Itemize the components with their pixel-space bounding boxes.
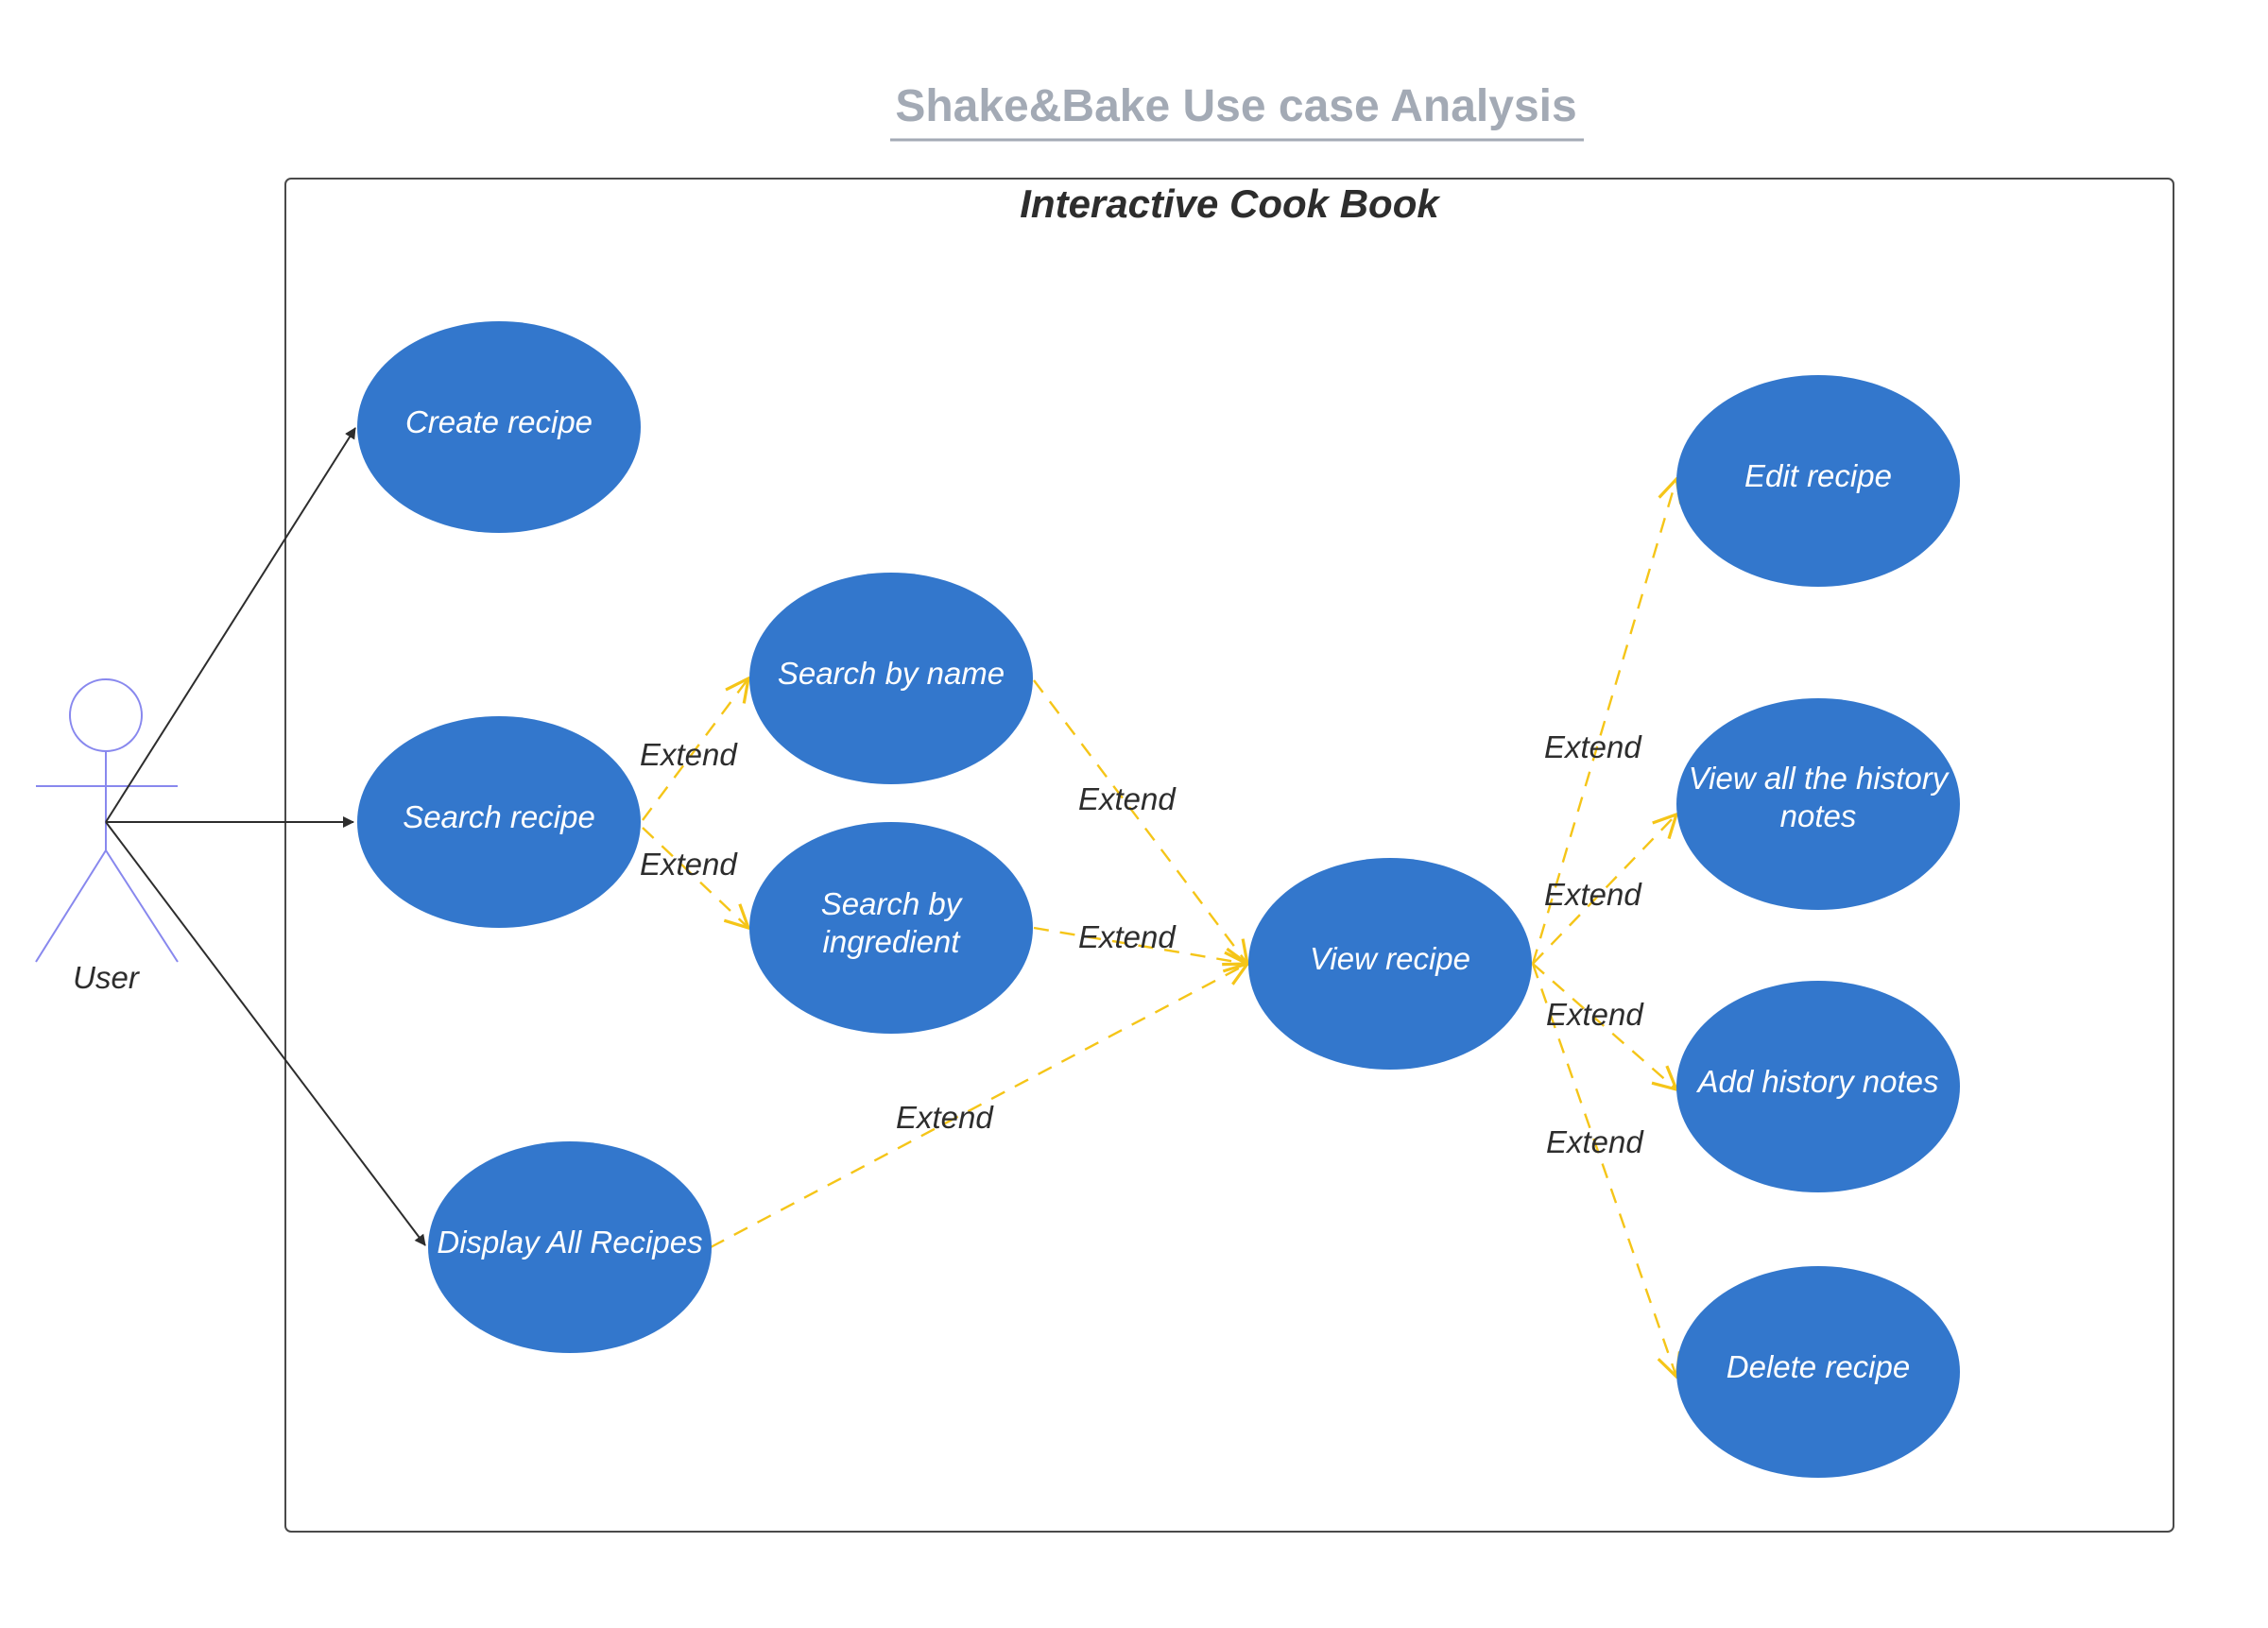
system-boundary: Interactive Cook Book: [284, 178, 2174, 1533]
use-case-display-all-recipes[interactable]: Display All Recipes: [428, 1141, 712, 1353]
extend-labels: Extend Extend Extend Extend Extend Exten…: [640, 729, 1644, 1159]
use-case-view-recipe[interactable]: View recipe: [1248, 858, 1532, 1070]
extend-label: Extend: [1544, 729, 1642, 764]
use-case-label: View recipe: [1310, 941, 1470, 976]
use-case-label: Create recipe: [405, 404, 593, 439]
extend-view-to-delete: [1531, 963, 1676, 1377]
use-case-ellipse: [1676, 1266, 1960, 1478]
extend-label: Extend: [1078, 919, 1177, 954]
use-case-ellipse: [1676, 375, 1960, 587]
extend-label: Extend: [1544, 877, 1642, 912]
use-case-ellipse: [1676, 698, 1960, 910]
use-case-view-history-notes[interactable]: View all the history notes: [1676, 698, 1960, 910]
extend-label: Extend: [640, 847, 738, 882]
extend-view-to-edit: [1531, 479, 1676, 965]
use-case-ellipse: [428, 1141, 712, 1353]
extend-displayall-to-view: [710, 964, 1247, 1249]
use-case-ellipse: [749, 822, 1033, 1034]
diagram-title-text: Shake&Bake Use case Analysis: [895, 81, 1576, 131]
use-case-ellipse: [749, 573, 1033, 784]
use-case-ellipse: [357, 321, 641, 533]
use-case-delete-recipe[interactable]: Delete recipe: [1676, 1266, 1960, 1478]
association-user-create: [105, 427, 356, 823]
associations: [105, 427, 426, 1246]
use-case-label: Add history notes: [1696, 1064, 1939, 1099]
extend-label: Extend: [1546, 1124, 1644, 1159]
actor-user[interactable]: User: [35, 678, 179, 995]
extend-label: Extend: [1546, 997, 1644, 1032]
system-title: Interactive Cook Book: [1020, 181, 1441, 226]
use-case-label: ingredient: [823, 924, 962, 959]
extend-label: Extend: [1078, 781, 1177, 816]
use-case-label: Search recipe: [403, 799, 595, 834]
system-boundary-box: [284, 178, 2174, 1533]
extend-label: Extend: [896, 1100, 994, 1135]
stick-figure-icon: [35, 678, 179, 963]
extend-byname-to-view: [1033, 679, 1247, 964]
use-case-label: Search by name: [778, 656, 1005, 691]
use-case-label: Search by: [821, 886, 964, 921]
use-case-ellipse: [1676, 981, 1960, 1192]
use-case-label: Edit recipe: [1744, 458, 1892, 493]
extend-view-to-addhistory: [1532, 963, 1676, 1089]
actor-label: User: [73, 960, 141, 995]
use-case-search-by-name[interactable]: Search by name: [749, 573, 1033, 784]
use-case-label: notes: [1780, 798, 1857, 833]
use-case-edit-recipe[interactable]: Edit recipe: [1676, 375, 1960, 587]
association-user-display: [105, 821, 426, 1246]
extend-lines: [642, 479, 1676, 1377]
use-case-create-recipe[interactable]: Create recipe: [357, 321, 641, 533]
extend-search-to-byname: [642, 678, 748, 821]
use-case-add-history-notes[interactable]: Add history notes: [1676, 981, 1960, 1192]
use-case-search-by-ingredient[interactable]: Search by ingredient: [749, 822, 1033, 1034]
diagram-title: Shake&Bake Use case Analysis: [890, 81, 1584, 142]
extend-byingredient-to-view: [1033, 926, 1247, 964]
extend-label: Extend: [640, 737, 738, 772]
use-case-ellipse: [357, 716, 641, 928]
use-case-label: Delete recipe: [1727, 1349, 1910, 1384]
use-case-label: Display All Recipes: [437, 1225, 702, 1260]
extend-view-to-viewhistory: [1532, 814, 1676, 965]
use-case-label: View all the history: [1689, 761, 1950, 796]
use-case-search-recipe[interactable]: Search recipe: [357, 716, 641, 928]
use-case-ellipse: [1248, 858, 1532, 1070]
